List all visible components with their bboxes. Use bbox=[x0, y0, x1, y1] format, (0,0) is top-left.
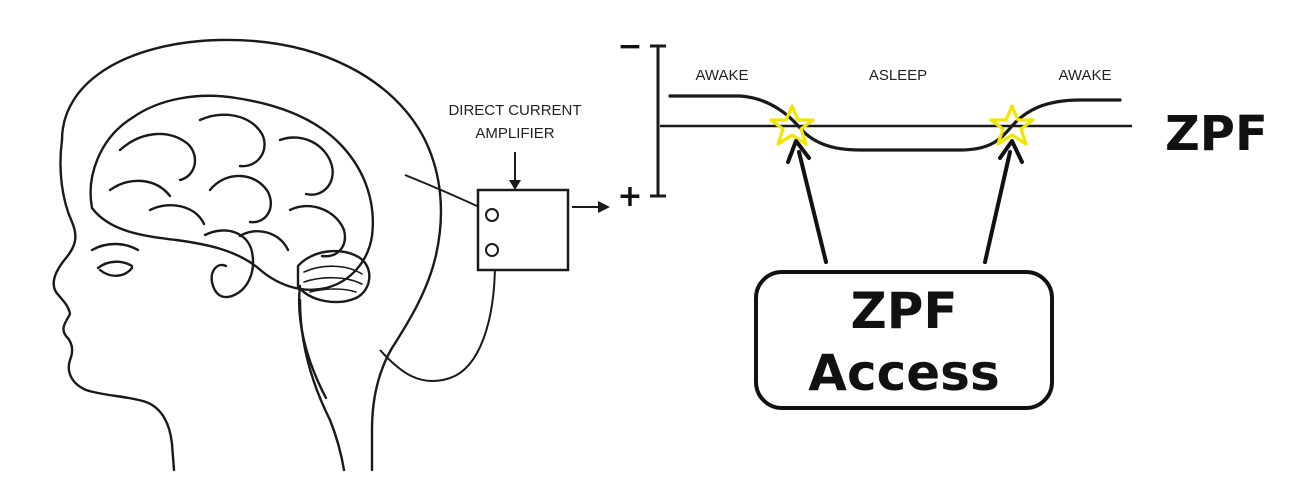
potential-scale-bar bbox=[650, 44, 666, 198]
brow bbox=[90, 242, 140, 252]
head-illustration bbox=[52, 38, 443, 472]
neck-line bbox=[298, 298, 346, 472]
cerebellum bbox=[296, 249, 371, 304]
star-icon bbox=[989, 104, 1035, 146]
amplifier-label-line2: AMPLIFIER bbox=[475, 125, 554, 142]
head-outline bbox=[60, 38, 443, 472]
zpf-access-line1: ZPF bbox=[850, 282, 957, 340]
state-label-awake-right: AWAKE bbox=[1058, 67, 1111, 84]
access-arrows bbox=[786, 139, 1024, 264]
scale-plus: + bbox=[617, 179, 642, 214]
ear bbox=[203, 229, 255, 299]
zpf-access-line2: Access bbox=[808, 344, 999, 402]
state-label-awake-left: AWAKE bbox=[695, 67, 748, 84]
eye bbox=[96, 260, 134, 277]
state-label-asleep: ASLEEP bbox=[869, 67, 927, 84]
star-icon bbox=[769, 104, 815, 146]
potential-trace bbox=[668, 94, 1122, 152]
face-profile bbox=[52, 138, 176, 472]
zpf-label: ZPF bbox=[1165, 106, 1268, 162]
amplifier-label-line1: DIRECT CURRENT bbox=[448, 102, 581, 119]
amplifier-box bbox=[476, 152, 610, 272]
scale-minus: − bbox=[617, 29, 642, 64]
zpf-access-box bbox=[754, 270, 1054, 410]
brain-outline bbox=[89, 94, 374, 291]
